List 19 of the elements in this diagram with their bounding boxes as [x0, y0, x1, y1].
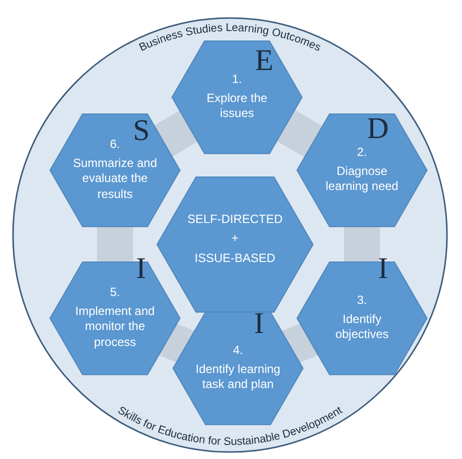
center-label: SELF-DIRECTED + ISSUE-BASED: [186, 211, 284, 267]
step-number: 5.: [110, 285, 120, 301]
step-label: Identify objectives: [334, 312, 390, 343]
step-number: 1.: [232, 72, 242, 88]
step-label: Identify learning task and plan: [195, 362, 281, 393]
step-label: Implement and monitor the process: [74, 304, 156, 351]
step-letter: S: [133, 116, 150, 146]
step-number: 6.: [110, 137, 120, 153]
step-label: Diagnose learning need: [324, 164, 400, 195]
step-letter: I: [378, 254, 388, 284]
step-number: 4.: [232, 343, 243, 359]
step-number: 3.: [356, 293, 367, 309]
step-letter: E: [255, 46, 274, 76]
step-letter: I: [136, 254, 146, 284]
step-letter: D: [367, 114, 389, 144]
step-label: Explore the issues: [206, 90, 268, 122]
step-letter: I: [254, 309, 264, 339]
step-number: 2.: [356, 145, 367, 161]
step-label: Summarize and evaluate the results: [72, 156, 158, 203]
